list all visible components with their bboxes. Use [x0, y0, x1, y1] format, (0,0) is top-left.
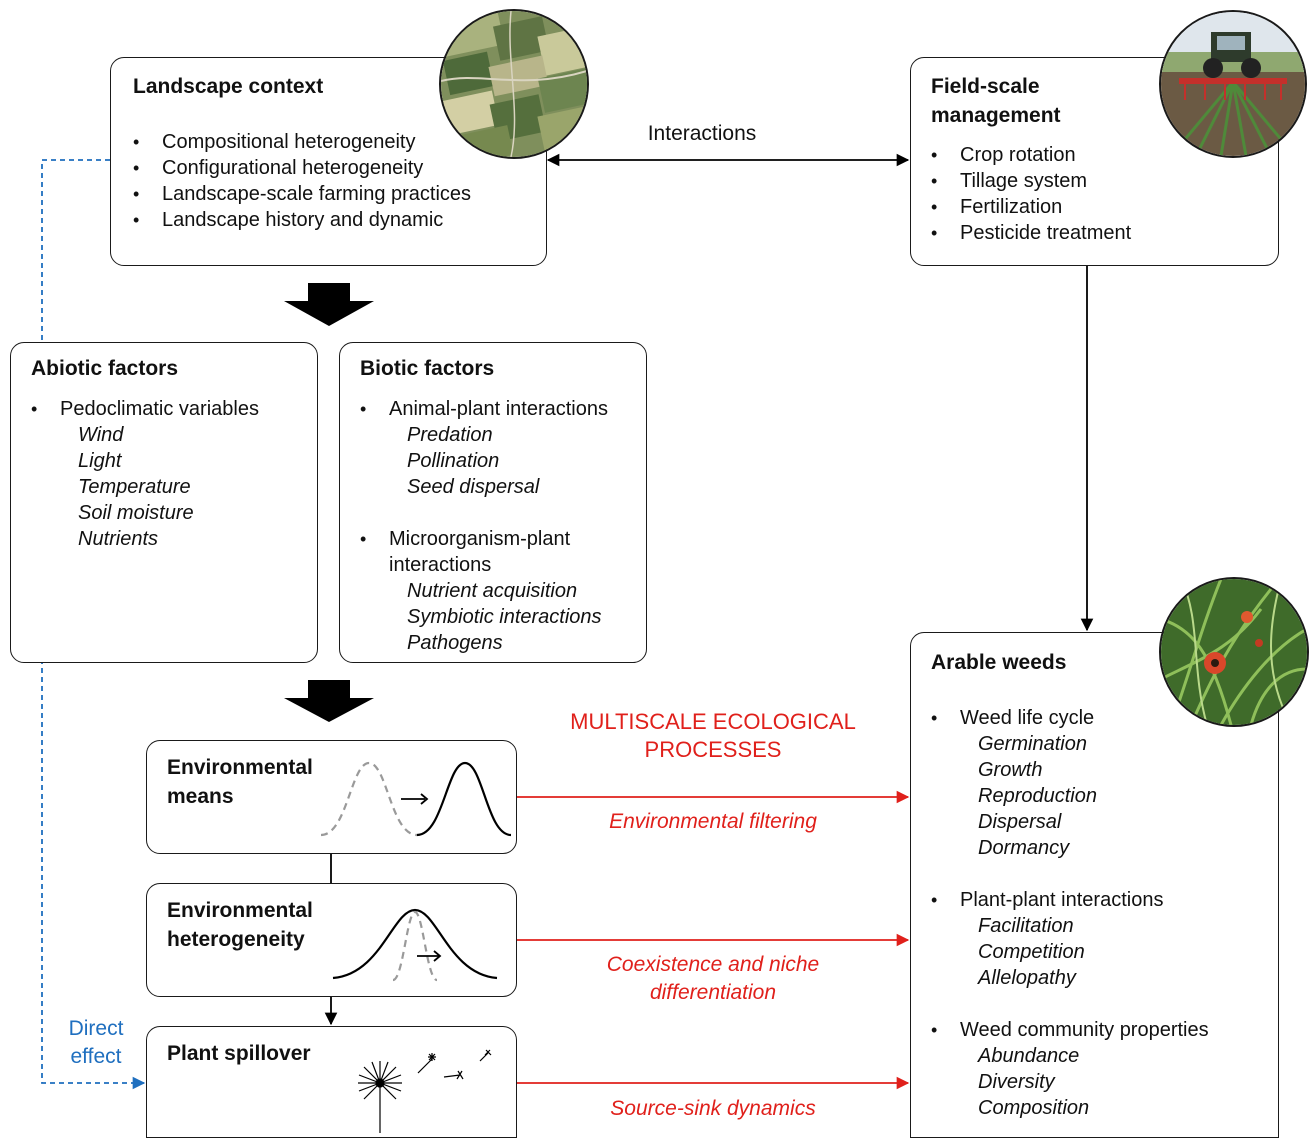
poppy-weeds-photo	[1159, 577, 1309, 727]
list-item: Animal-plant interactions Predation Poll…	[360, 396, 640, 500]
plant-spillover-title: Plant spillover	[167, 1042, 311, 1065]
factors-to-processes-block-arrow	[284, 680, 374, 722]
dandelion-seed-icon	[358, 1049, 492, 1133]
list-item: Weed community properties Abundance Dive…	[931, 1017, 1209, 1121]
list-item: Weed life cycle Germination Growth Repro…	[931, 705, 1209, 861]
environmental-means-box: Environmental means	[146, 740, 517, 854]
distribution-spread-icon	[332, 908, 498, 982]
list-item: Plant-plant interactions Facilitation Co…	[931, 887, 1209, 991]
abiotic-factors-list: Pedoclimatic variables Wind Light Temper…	[31, 396, 259, 552]
biotic-factors-list: Animal-plant interactions Predation Poll…	[360, 396, 640, 656]
landscape-context-title: Landscape context	[133, 75, 324, 98]
source-sink-label: Source-sink dynamics	[610, 1097, 816, 1120]
list-item: Fertilization	[931, 194, 1131, 220]
interactions-label: Interactions	[647, 122, 757, 145]
field-management-list: Crop rotation Tillage system Fertilizati…	[931, 142, 1131, 246]
coexistence-label: Coexistence and niche differentiation	[606, 953, 820, 1004]
processes-heading: MULTISCALE ECOLOGICAL PROCESSES	[570, 709, 856, 762]
plant-spillover-box: Plant spillover	[146, 1026, 517, 1138]
landscape-context-list: Compositional heterogeneity Configuratio…	[133, 129, 471, 233]
field-management-title: Field-scale management	[931, 75, 1061, 127]
environmental-means-title: Environmental means	[167, 756, 313, 808]
list-item: Landscape-scale farming practices	[133, 181, 471, 207]
list-item: Microorganism-plant interactions Nutrien…	[360, 526, 640, 656]
landscape-to-factors-block-arrow	[284, 283, 374, 326]
arable-weeds-title: Arable weeds	[931, 651, 1067, 674]
environmental-filtering-label: Environmental filtering	[609, 810, 817, 833]
distribution-shift-icon	[320, 761, 512, 837]
biotic-factors-title: Biotic factors	[360, 357, 495, 380]
list-item: Crop rotation	[931, 142, 1131, 168]
environmental-heterogeneity-title: Environmental heterogeneity	[167, 899, 313, 951]
arable-weeds-list: Weed life cycle Germination Growth Repro…	[931, 705, 1209, 1121]
abiotic-factors-box: Abiotic factors Pedoclimatic variables W…	[10, 342, 318, 663]
list-item: Pedoclimatic variables Wind Light Temper…	[31, 396, 259, 552]
direct-effect-label: Direct effect	[68, 1017, 124, 1068]
list-item: Compositional heterogeneity	[133, 129, 471, 155]
list-item: Landscape history and dynamic	[133, 207, 471, 233]
biotic-factors-box: Biotic factors Animal-plant interactions…	[339, 342, 647, 663]
list-item: Configurational heterogeneity	[133, 155, 471, 181]
tractor-field-photo	[1159, 10, 1307, 158]
abiotic-factors-title: Abiotic factors	[31, 357, 179, 380]
list-item: Tillage system	[931, 168, 1131, 194]
list-item: Pesticide treatment	[931, 220, 1131, 246]
environmental-heterogeneity-box: Environmental heterogeneity	[146, 883, 517, 997]
satellite-landscape-photo	[439, 9, 589, 159]
